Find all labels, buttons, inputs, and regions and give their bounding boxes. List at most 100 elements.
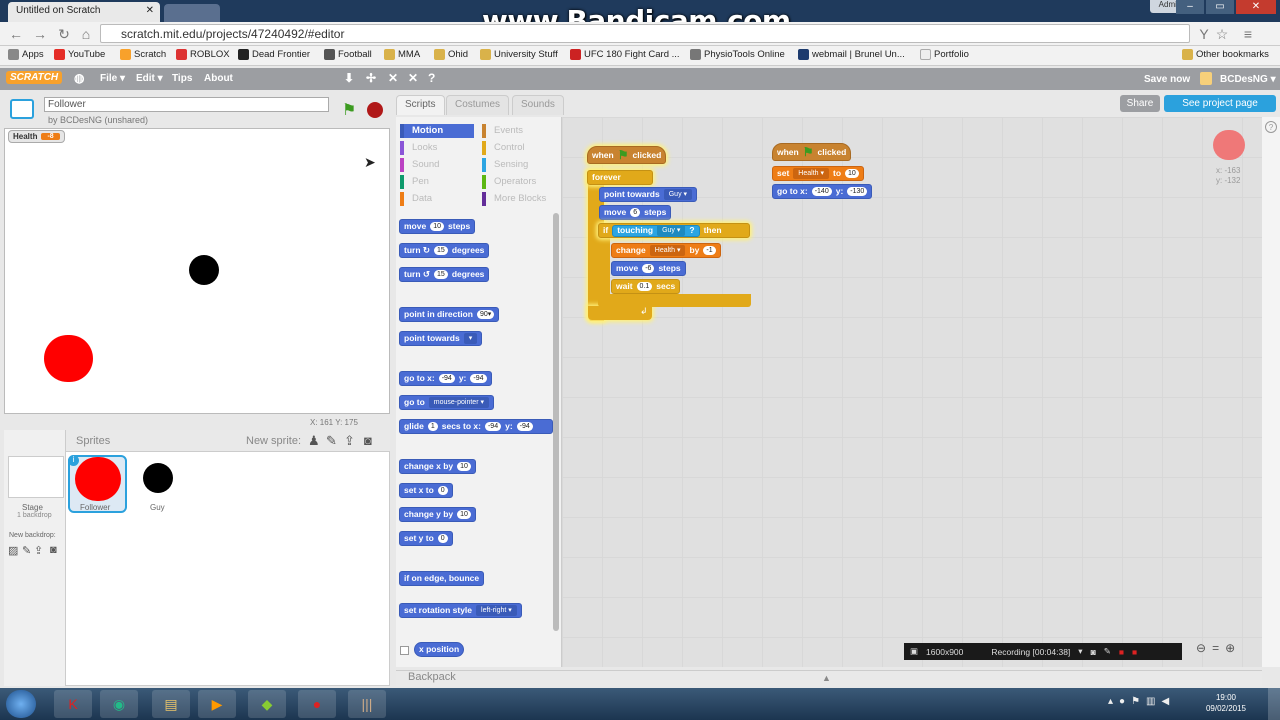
record-stop-icon[interactable]: ■ [1118,646,1124,657]
zoom-out-icon[interactable]: ⊖ [1196,641,1207,655]
bookmark-webmail[interactable]: webmail | Brunel Un... [798,49,905,60]
category-control[interactable]: Control [482,141,558,155]
script-scrollbar[interactable] [1262,117,1280,667]
grow-icon[interactable]: ✕ [388,71,399,85]
backpack-bar[interactable]: Backpack▲ [396,670,1262,686]
browser-tab[interactable]: Untitled on Scratch✕ [8,2,160,22]
bookmark-portfolio[interactable]: Portfolio [920,49,969,60]
stage-thumbnail[interactable] [8,456,64,498]
help-icon[interactable]: ? [428,71,436,85]
category-events[interactable]: Events [482,124,558,138]
show-desktop-button[interactable] [1268,688,1280,720]
sprite-thumb-guy[interactable] [143,463,173,493]
zoom-reset-icon[interactable]: = [1212,641,1220,655]
see-project-page-button[interactable]: See project page [1164,95,1276,112]
stop-icon[interactable] [367,102,383,118]
backdrop-library-icon[interactable]: ▨ [8,545,19,557]
forward-icon[interactable]: → [33,26,47,42]
scratch-logo[interactable]: SCRATCH [6,71,63,84]
backdrop-upload-icon[interactable]: ⇪ [34,545,44,557]
category-looks[interactable]: Looks [400,141,476,155]
script1-forever[interactable]: forever [587,170,653,185]
network-icon[interactable]: ▥ [1146,696,1156,707]
chrome-icon[interactable]: ◉ [100,690,138,718]
minimize-button[interactable]: – [1176,0,1204,14]
script1-when-flag-clicked[interactable]: when⚑clicked [587,146,667,164]
guy-sprite[interactable] [189,255,219,285]
tab-scripts[interactable]: Scripts [396,95,445,115]
bookmark-physiotools[interactable]: PhysioTools Online [690,49,785,60]
camera-icon[interactable]: ◙ [1090,646,1096,657]
reload-icon[interactable]: ↻ [58,26,70,42]
record-tray-icon[interactable]: ● [1119,696,1126,707]
username-menu[interactable]: BCDesNG ▾ [1220,74,1276,85]
category-more-blocks[interactable]: More Blocks [482,192,558,206]
new-tab-button[interactable] [164,4,220,22]
maximize-button[interactable]: ▭ [1206,0,1234,14]
menu-about[interactable]: About [204,73,233,84]
bookmark-roblox[interactable]: ROBLOX [176,49,230,60]
backdrop-camera-icon[interactable]: ◙ [50,544,57,556]
avatar[interactable] [1200,72,1212,85]
category-motion[interactable]: Motion [400,124,474,138]
block-x-position[interactable]: x position [414,642,465,657]
menu-tips[interactable]: Tips [172,73,193,84]
start-button[interactable] [6,690,36,718]
category-sensing[interactable]: Sensing [482,158,558,172]
palette-scrollbar[interactable] [553,213,559,631]
project-title-input[interactable]: Follower [44,97,329,112]
media-player-icon[interactable]: ▶ [198,690,236,718]
zoom-in-icon[interactable]: ⊕ [1225,641,1236,655]
script2-when-flag-clicked[interactable]: when⚑clicked [772,143,852,161]
bookmark-apps[interactable]: Apps [8,49,44,60]
back-icon[interactable]: ← [9,26,23,42]
audio-app-icon[interactable]: ||| [348,690,386,718]
cut-icon[interactable]: ✢ [366,71,377,85]
category-pen[interactable]: Pen [400,175,476,189]
backdrop-paint-icon[interactable]: ✎ [22,545,32,557]
bookmark-ufc[interactable]: UFC 180 Fight Card ... [570,49,680,60]
chevron-up-icon[interactable]: ▲ [822,673,831,683]
flag-icon[interactable]: ⚑ [1131,696,1141,707]
app-icon[interactable]: ◆ [248,690,286,718]
stop-icon[interactable]: ■ [1131,646,1138,657]
camera-icon[interactable]: ◙ [364,433,372,448]
block-point-towards[interactable]: point towards▾ [399,331,483,346]
star-icon[interactable]: ☆ [1215,26,1229,42]
bandicam-icon[interactable]: ● [298,690,336,718]
tab-close-icon[interactable]: ✕ [145,5,154,16]
menu-edit[interactable]: Edit ▾ [136,73,163,84]
sprite-library-icon[interactable]: ♟ [308,433,320,448]
follower-sprite[interactable] [44,335,93,382]
extension-icon[interactable]: Y [1199,26,1209,42]
bookmark-youtube[interactable]: YouTube [54,49,105,60]
bookmark-ohid[interactable]: Ohid [434,49,468,60]
close-window-button[interactable]: ✕ [1236,0,1276,14]
arrow-up-icon[interactable]: ▴ [1108,696,1114,707]
bookmark-mma[interactable]: MMA [384,49,420,60]
shrink-icon[interactable]: ✕ [408,71,419,85]
explorer-icon[interactable]: ▤ [152,690,190,718]
dropdown-icon[interactable]: ▾ [1078,646,1083,656]
volume-icon[interactable]: ◀ [1161,696,1170,707]
duplicate-icon[interactable]: ⬇ [344,71,355,85]
upload-icon[interactable]: ⇪ [344,433,355,448]
